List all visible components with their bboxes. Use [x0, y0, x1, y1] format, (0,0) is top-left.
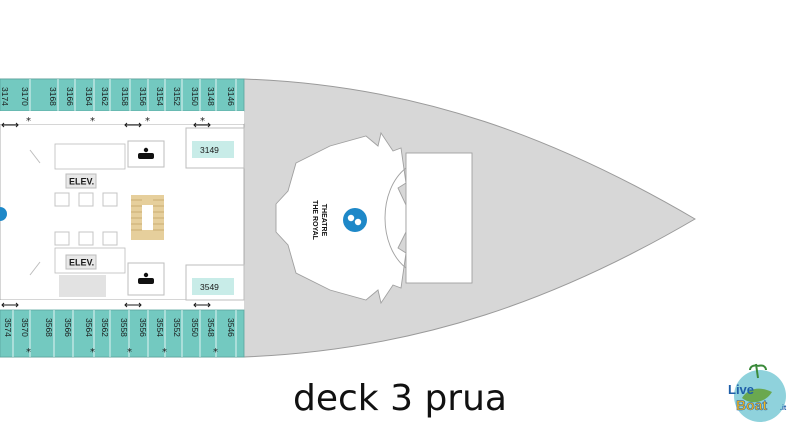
cabin-number: 3550 — [190, 318, 200, 337]
cabin-number: 3566 — [63, 318, 73, 337]
logo-text-live: Live — [728, 382, 754, 397]
svg-text:3549: 3549 — [200, 282, 219, 292]
bottom-markers: * * * * * — [1, 302, 218, 358]
svg-text:3149: 3149 — [200, 145, 219, 155]
elevator-core: ELEV. ELEV. — [0, 140, 165, 297]
cabin-number: 3554 — [155, 318, 165, 337]
bottom-cabins-strip: 3574 3570 3568 3566 3564 3562 3558 3556 3554 3552… — [0, 300, 245, 358]
theatre-label-line1: THE ROYAL — [311, 200, 318, 241]
cabin-number: 3170 — [20, 87, 30, 106]
room-3549: 3549 — [185, 264, 245, 301]
livebeat-logo: Live Boat .it — [728, 363, 787, 422]
cabin-number: 3168 — [48, 87, 58, 106]
theatre-label-line2: THEATRE — [320, 204, 327, 237]
partial-info-icon — [0, 207, 7, 221]
staircase — [131, 195, 164, 240]
room-3149: 3149 — [185, 127, 245, 169]
top-cabins-strip: 3170 3168 3166 3164 3162 3158 3156 3154 3152 3150… — [0, 78, 245, 124]
cabin-number: 3548 — [206, 318, 216, 337]
elevator-label-top: ELEV. — [69, 177, 94, 187]
cabin-number: 3556 — [138, 318, 148, 337]
cabin-number-partial: 3174 — [0, 87, 10, 106]
svg-text:*: * — [26, 116, 31, 127]
cabin-number: 3158 — [120, 87, 130, 106]
cabin-number: 3148 — [206, 87, 216, 106]
elevator-label-bottom: ELEV. — [69, 258, 94, 268]
cabin-number: 3156 — [138, 87, 148, 106]
top-markers: * * * * — [1, 116, 211, 128]
cabin-number: 3568 — [44, 318, 54, 337]
svg-text:*: * — [127, 347, 132, 358]
cabin-number: 3146 — [226, 87, 236, 106]
cabin-number: 3154 — [155, 87, 165, 106]
svg-text:*: * — [213, 347, 218, 358]
theatre-masks-icon — [343, 208, 367, 232]
cabin-number: 3150 — [190, 87, 200, 106]
royal-theatre: THE ROYAL THEATRE — [275, 131, 473, 305]
svg-text:*: * — [145, 116, 150, 127]
cabin-number: 3152 — [172, 87, 182, 106]
cabin-number: 3166 — [65, 87, 75, 106]
svg-text:*: * — [26, 347, 31, 358]
cabin-number: 3162 — [100, 87, 110, 106]
deck-caption: deck 3 prua — [293, 378, 507, 419]
svg-text:*: * — [162, 347, 167, 358]
cabin-number: 3164 — [84, 87, 94, 106]
cabin-number: 3558 — [119, 318, 129, 337]
svg-text:*: * — [200, 116, 205, 127]
cabin-number: 3546 — [226, 318, 236, 337]
logo-text-boat: Boat — [736, 397, 767, 413]
cabin-number: 3564 — [84, 318, 94, 337]
cabin-number: 3570 — [20, 318, 30, 337]
svg-text:*: * — [90, 347, 95, 358]
cabin-number: 3562 — [100, 318, 110, 337]
cabin-number: 3574 — [3, 318, 13, 337]
restroom-icon — [138, 272, 154, 284]
svg-text:*: * — [90, 116, 95, 127]
logo-text-suffix: .it — [780, 405, 787, 412]
restroom-icon — [138, 147, 154, 159]
cabin-number: 3552 — [172, 318, 182, 337]
